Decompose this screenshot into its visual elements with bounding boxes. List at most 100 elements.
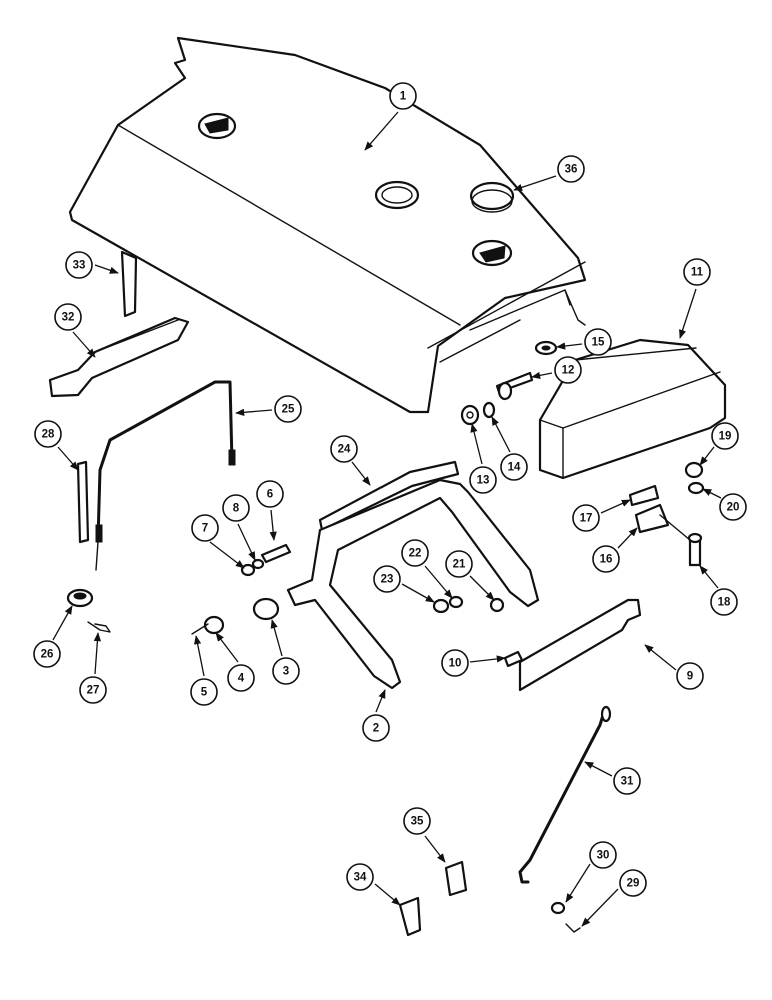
callout-number: 7 [202, 523, 208, 535]
callout-circle [554, 356, 582, 384]
callout-34: 34 [346, 863, 374, 891]
callout-circle [613, 767, 641, 795]
callout-number: 16 [600, 554, 613, 566]
leader-line-3 [270, 619, 283, 657]
callout-7: 7 [191, 514, 219, 542]
callout-circle [592, 545, 620, 573]
callout-number: 26 [41, 649, 54, 661]
leader-line-5 [194, 635, 205, 677]
callout-circle [589, 841, 617, 869]
callout-circle [572, 504, 600, 532]
grommet-part [534, 340, 558, 356]
leader-line-20 [702, 488, 722, 499]
callout-22: 22 [401, 539, 429, 567]
callout-circle [191, 514, 219, 542]
leader-line-32 [72, 331, 96, 358]
callout-number: 10 [449, 658, 462, 670]
leader-line-10 [469, 655, 506, 663]
callout-circle [557, 155, 585, 183]
callout-number: 20 [727, 502, 740, 514]
pad-part-33 [120, 250, 138, 318]
callout-1: 1 [389, 82, 417, 110]
callout-circle [190, 678, 218, 706]
callout-number: 4 [238, 673, 245, 685]
callout-13: 13 [469, 466, 497, 494]
plug-part [469, 181, 515, 213]
leader-line-1 [364, 111, 399, 151]
callout-circle [346, 863, 374, 891]
callout-14: 14 [500, 453, 528, 481]
leader-line-26 [52, 605, 73, 641]
callout-circle [445, 550, 473, 578]
callout-2: 2 [362, 714, 390, 742]
callout-number: 33 [73, 260, 86, 272]
leader-line-7 [209, 541, 245, 569]
callout-number: 35 [411, 816, 424, 828]
callout-3: 3 [272, 657, 300, 685]
callout-number: 12 [562, 365, 575, 377]
callout-number: 28 [42, 429, 55, 441]
leader-line-34 [374, 883, 401, 906]
callout-circle [274, 395, 302, 423]
prop-rod-part [518, 705, 612, 884]
callout-circle [676, 662, 704, 690]
callout-circle [719, 493, 747, 521]
callout-30: 30 [589, 841, 617, 869]
callout-circle [362, 714, 390, 742]
callout-number: 19 [719, 431, 732, 443]
leader-line-33 [94, 264, 119, 274]
callout-circle [401, 539, 429, 567]
callout-10: 10 [441, 649, 469, 677]
callout-21: 21 [445, 550, 473, 578]
leader-line-6 [269, 509, 277, 541]
callout-number: 9 [687, 671, 693, 683]
leader-line-15 [556, 342, 583, 350]
callout-leaders [52, 111, 722, 927]
callout-number: 8 [233, 503, 240, 515]
callout-number: 21 [453, 559, 466, 571]
callout-number: 2 [373, 723, 379, 735]
frame-part-2 [286, 478, 540, 690]
callout-number: 5 [201, 687, 208, 699]
latch-part-34 [398, 896, 422, 937]
leader-line-36 [513, 175, 557, 191]
grommet-part-26 [66, 541, 99, 608]
leader-line-22 [424, 565, 453, 599]
callout-15: 15 [584, 328, 612, 356]
leader-line-12 [531, 371, 553, 379]
support-rod-part [95, 380, 236, 543]
leader-line-18 [699, 565, 719, 589]
callout-27: 27 [79, 676, 107, 704]
leader-line-23 [401, 583, 435, 603]
callout-circle [389, 82, 417, 110]
callout-6: 6 [256, 480, 284, 508]
callout-circle [222, 494, 250, 522]
callout-circle [500, 453, 528, 481]
callout-circle [373, 565, 401, 593]
leader-line-29 [581, 888, 619, 927]
callout-18: 18 [710, 588, 738, 616]
callout-number: 13 [477, 475, 490, 487]
callout-16: 16 [592, 545, 620, 573]
tube-part-28 [76, 460, 90, 544]
leader-line-16 [617, 527, 638, 549]
callout-8: 8 [222, 494, 250, 522]
callout-number: 17 [580, 513, 593, 525]
callout-number: 32 [62, 312, 75, 324]
callout-number: 18 [718, 597, 731, 609]
hinge-hardware-group [191, 543, 292, 635]
callout-number: 6 [267, 489, 273, 501]
callout-28: 28 [34, 420, 62, 448]
callout-number: 15 [592, 337, 605, 349]
callout-number: 36 [565, 164, 578, 176]
leader-line-24 [351, 461, 371, 486]
callout-25: 25 [274, 395, 302, 423]
callout-36: 36 [557, 155, 585, 183]
callout-circle [711, 422, 739, 450]
callout-circle [272, 657, 300, 685]
callout-number: 31 [621, 776, 634, 788]
callout-circle [683, 258, 711, 286]
callout-number: 23 [381, 574, 394, 586]
callout-circle [33, 640, 61, 668]
callout-number: 29 [627, 878, 640, 890]
